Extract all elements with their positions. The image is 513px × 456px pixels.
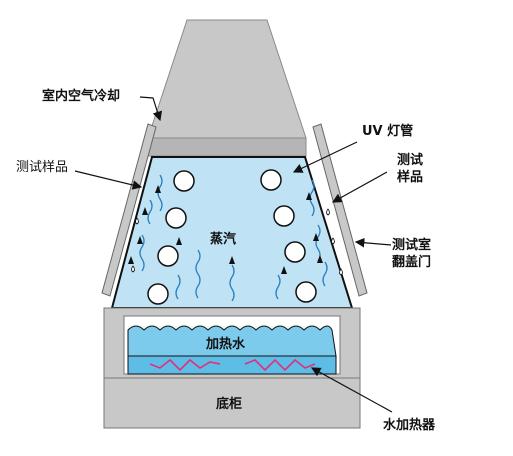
uv-lamp-icon: [165, 207, 187, 229]
arrow-up-icon: [313, 233, 319, 241]
right-door-panel: [312, 123, 368, 297]
cover-lower-band: [147, 137, 307, 157]
arrow-up-icon: [142, 207, 148, 215]
uv-lamp-icon: [273, 205, 295, 227]
label-uv-lamp: UV 灯管: [362, 123, 413, 139]
uv-lamp-icon: [173, 170, 195, 192]
cabinet: [103, 377, 361, 429]
arrow-up-icon: [281, 266, 287, 274]
arrow-up-icon: [229, 256, 235, 264]
arrow-up-icon: [306, 192, 312, 200]
arrow-up-icon: [155, 185, 161, 193]
uv-lamp-icon: [157, 245, 179, 267]
callout-lines: [74, 96, 393, 413]
label-water-heater: 水加热器: [383, 417, 436, 433]
arrow-up-icon: [128, 256, 134, 264]
label-steam: 蒸汽: [210, 231, 236, 247]
uv-lamps-right: [260, 169, 317, 303]
uv-lamp-icon: [295, 281, 317, 303]
condensation-droplets: [131, 208, 343, 276]
uv-lamp-icon: [147, 283, 169, 305]
water-heater-coils: [149, 358, 316, 372]
left-door-panel: [101, 123, 157, 297]
arrow-up-icon: [176, 237, 182, 245]
label-indoor-air-cooling: 室内空气冷却: [42, 88, 120, 104]
label-chamber-door-1: 测试室: [392, 237, 431, 253]
uv-lamp-icon: [284, 241, 306, 263]
label-test-sample-right-2: 样品: [397, 169, 423, 185]
arrow-up-icon: [317, 255, 323, 263]
uv-lamps-left: [147, 170, 195, 305]
arrow-up-icon: [137, 236, 143, 244]
label-test-sample-left: 测试样品: [16, 160, 68, 175]
heated-water-band: [127, 355, 337, 375]
chamber-top-cover: [147, 19, 307, 139]
steam-arrows: [128, 185, 323, 274]
water-surface: [127, 325, 337, 357]
label-chamber-door-2: 翻盖门: [392, 254, 431, 270]
label-cabinet: 底柜: [216, 396, 242, 412]
label-heated-water: 加热水: [205, 336, 246, 352]
label-test-sample-right-1: 测试: [397, 152, 423, 168]
uv-lamp-icon: [260, 169, 282, 191]
